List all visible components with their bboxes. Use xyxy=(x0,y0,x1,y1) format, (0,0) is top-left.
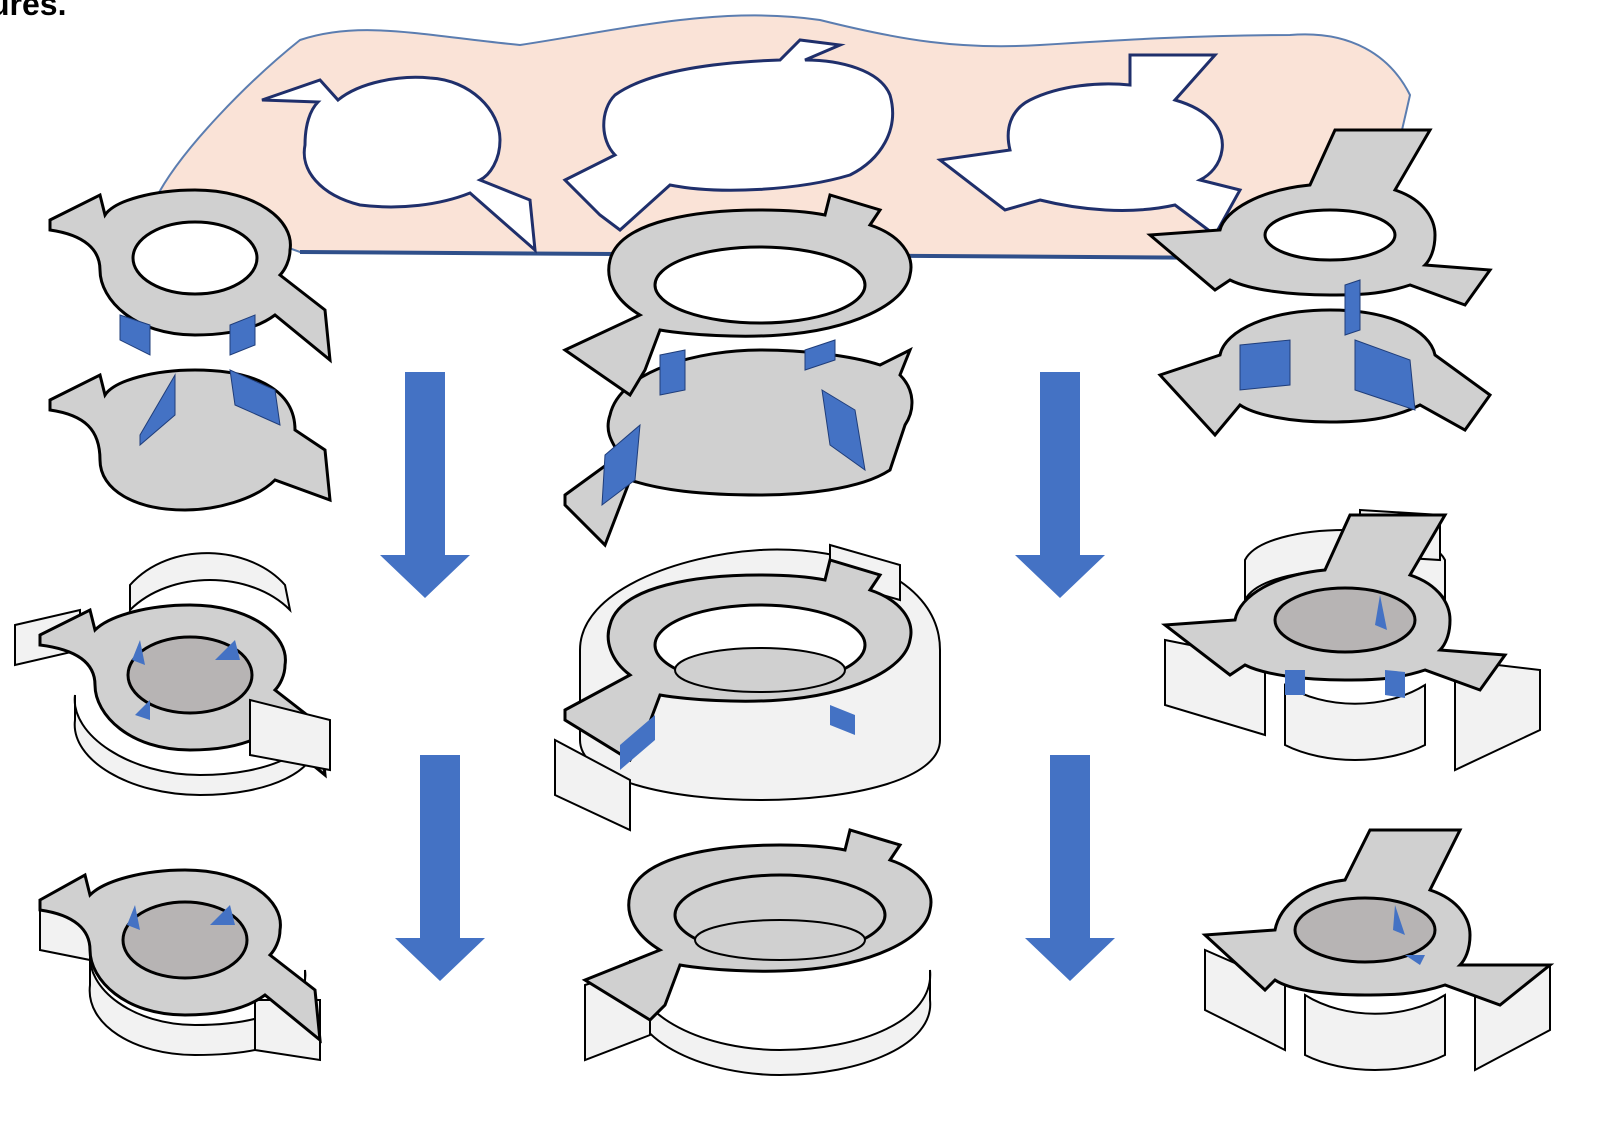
tab xyxy=(127,905,140,930)
part-small-ring-walled xyxy=(14,552,331,797)
part-large-ring-finished xyxy=(581,828,933,1077)
arrow-down xyxy=(1025,755,1115,981)
tab xyxy=(804,339,836,371)
arrow-down xyxy=(1015,372,1105,598)
tab xyxy=(1375,595,1387,630)
tab xyxy=(1239,339,1291,391)
tab xyxy=(1285,670,1305,695)
arrow-down xyxy=(395,755,485,981)
tab xyxy=(659,349,686,396)
tab xyxy=(601,423,641,507)
tab xyxy=(620,715,655,770)
tab xyxy=(210,905,235,925)
part-small-ring-flat xyxy=(48,188,332,512)
tab xyxy=(1344,279,1361,336)
heading-fragment: ures. xyxy=(0,0,67,22)
part-large-ring-flat xyxy=(561,193,914,548)
part-small-ring-finished xyxy=(38,868,322,1062)
tab xyxy=(830,705,855,735)
arrow-down xyxy=(380,372,470,598)
tab xyxy=(215,640,240,660)
part-three-lug-ring-walled xyxy=(1160,508,1541,772)
tab xyxy=(119,314,151,356)
tab xyxy=(229,369,281,426)
tab xyxy=(821,389,866,472)
tab xyxy=(1393,905,1405,935)
tab xyxy=(1354,339,1416,411)
sheet xyxy=(153,14,1412,261)
cutout-small-ring xyxy=(261,75,537,254)
part-three-lug-ring-flat xyxy=(1146,128,1493,438)
tab xyxy=(139,373,176,447)
tab xyxy=(132,640,145,665)
tab xyxy=(1405,955,1425,965)
part-large-ring-walled xyxy=(554,543,941,832)
part-three-lug-ring-finished xyxy=(1201,828,1555,1072)
cutout-large-ring xyxy=(562,38,895,232)
tab xyxy=(229,314,256,356)
cutout-three-lug-ring xyxy=(936,53,1243,238)
tab xyxy=(1385,670,1405,698)
tab xyxy=(135,700,150,720)
